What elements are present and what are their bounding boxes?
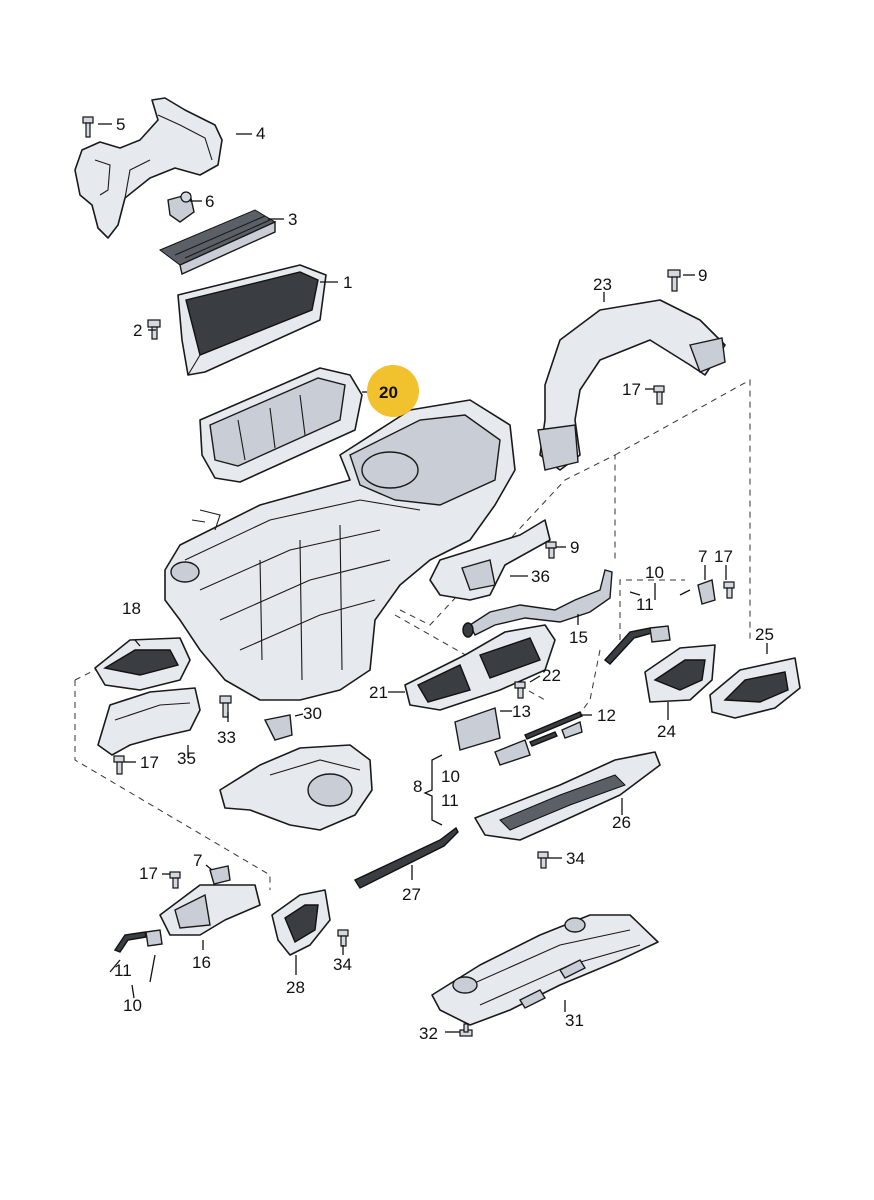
- label-35[interactable]: 35: [177, 749, 196, 768]
- label-2[interactable]: 2: [133, 321, 142, 340]
- part-25-vent[interactable]: [709, 657, 801, 719]
- label-10-mid[interactable]: 10: [441, 767, 460, 786]
- lower-center-cover[interactable]: [219, 744, 373, 831]
- label-5[interactable]: 5: [116, 115, 125, 134]
- label-17-upper[interactable]: 17: [622, 380, 641, 399]
- label-3[interactable]: 3: [288, 210, 297, 229]
- label-6[interactable]: 6: [205, 192, 214, 211]
- part-12-rod[interactable]: [524, 711, 583, 740]
- part-16-bracket[interactable]: [159, 884, 261, 936]
- label-21[interactable]: 21: [369, 683, 388, 702]
- part-27-trim-strip[interactable]: [353, 826, 459, 889]
- label-11-mid[interactable]: 11: [441, 791, 459, 810]
- part-labels: 5 4 6 3 1 2 20 23 9 17 9 36 15 10 11 7 1…: [114, 115, 774, 1043]
- part-1-filter-housing[interactable]: [177, 264, 327, 376]
- label-28[interactable]: 28: [286, 978, 305, 997]
- label-13[interactable]: 13: [512, 702, 531, 721]
- label-10-right[interactable]: 10: [645, 563, 664, 582]
- sensor-10-11-left[interactable]: [113, 929, 163, 953]
- sensor-10-11-middle[interactable]: [494, 731, 558, 766]
- part-30-clip[interactable]: [263, 714, 293, 741]
- part-34-screw-left[interactable]: [337, 929, 349, 947]
- label-16[interactable]: 16: [192, 953, 211, 972]
- part-34-screw-right[interactable]: [537, 851, 549, 869]
- label-17-lower[interactable]: 17: [139, 864, 158, 883]
- part-5-screw[interactable]: [82, 116, 94, 138]
- part-28-vent-housing[interactable]: [271, 889, 331, 956]
- part-18-vent[interactable]: [94, 637, 191, 691]
- label-8[interactable]: 8: [413, 777, 422, 796]
- label-24[interactable]: 24: [657, 722, 676, 741]
- label-20[interactable]: 20: [379, 383, 398, 402]
- label-7-right[interactable]: 7: [698, 547, 707, 566]
- part-32-screw[interactable]: [459, 1023, 473, 1037]
- leader-lines: [98, 123, 768, 1033]
- part-21-vent-housing[interactable]: [404, 624, 556, 711]
- label-9-upper[interactable]: 9: [698, 266, 707, 285]
- part-7-17-left[interactable]: [169, 865, 231, 889]
- label-15[interactable]: 15: [569, 628, 588, 647]
- part-22-screw[interactable]: [514, 681, 526, 699]
- part-15-drain-pipe[interactable]: [462, 569, 613, 638]
- part-24-vent[interactable]: [644, 644, 716, 703]
- label-31[interactable]: 31: [565, 1011, 584, 1030]
- label-36[interactable]: 36: [531, 567, 550, 586]
- label-1[interactable]: 1: [343, 273, 352, 292]
- part-7-17-right[interactable]: [697, 579, 735, 605]
- part-26-center-vent[interactable]: [474, 751, 661, 841]
- label-10-left[interactable]: 10: [123, 996, 142, 1015]
- label-4[interactable]: 4: [256, 124, 265, 143]
- part-4-duct-cover[interactable]: [74, 97, 223, 239]
- part-13-bracket[interactable]: [454, 707, 501, 751]
- part-9-screw-upper[interactable]: [667, 269, 681, 292]
- label-17-right[interactable]: 17: [714, 547, 733, 566]
- label-22[interactable]: 22: [542, 666, 561, 685]
- label-23[interactable]: 23: [593, 275, 612, 294]
- part-36-duct[interactable]: [429, 519, 551, 601]
- label-32[interactable]: 32: [419, 1024, 438, 1043]
- part-6-clip[interactable]: [167, 191, 195, 223]
- label-26[interactable]: 26: [612, 813, 631, 832]
- part-17-screw-upper[interactable]: [653, 385, 665, 405]
- part-20-highlight: [367, 365, 419, 417]
- label-12[interactable]: 12: [597, 706, 616, 725]
- label-27[interactable]: 27: [402, 885, 421, 904]
- label-34-right[interactable]: 34: [566, 849, 585, 868]
- label-7-lower[interactable]: 7: [193, 851, 202, 870]
- part-23-air-duct[interactable]: [537, 299, 726, 471]
- label-33[interactable]: 33: [217, 728, 236, 747]
- sensor-10-11-right[interactable]: [603, 625, 671, 665]
- label-9-mid[interactable]: 9: [570, 538, 579, 557]
- part-20-intake-frame[interactable]: [199, 367, 363, 483]
- part-33-screw[interactable]: [219, 695, 232, 718]
- label-25[interactable]: 25: [755, 625, 774, 644]
- part-2-screw[interactable]: [147, 319, 161, 340]
- label-34-left[interactable]: 34: [333, 955, 352, 974]
- label-11-right[interactable]: 11: [636, 595, 654, 614]
- label-17-left[interactable]: 17: [140, 753, 159, 772]
- label-30[interactable]: 30: [303, 704, 322, 723]
- part-3-filter[interactable]: [159, 209, 277, 275]
- hvac-main-housing[interactable]: [164, 399, 516, 701]
- part-9-screw-mid[interactable]: [545, 541, 557, 559]
- part-17-screw-left[interactable]: [113, 755, 125, 775]
- label-18[interactable]: 18: [122, 599, 141, 618]
- part-35-duct[interactable]: [97, 687, 201, 756]
- label-11-left[interactable]: 11: [114, 961, 132, 980]
- part-31-floor-panel[interactable]: [431, 914, 659, 1026]
